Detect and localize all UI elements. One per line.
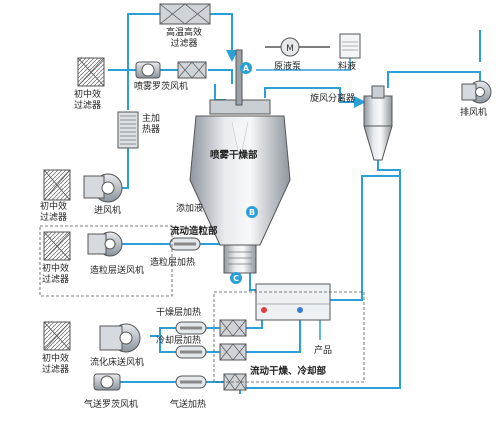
atomizer-fan-label: 喷雾罗茨风机 (134, 82, 189, 92)
prefilter-3-label: 初中效过滤器 (42, 264, 70, 285)
feed-tank-icon (339, 33, 361, 59)
granulation-heater-label: 造粒层加热 (150, 258, 196, 268)
prefilter-2-label: 初中效过滤器 (40, 202, 68, 223)
product-label: 产品 (314, 346, 333, 356)
fluid-bed-unit (255, 283, 331, 321)
granulation-prefilter-box (39, 225, 173, 297)
prefilter-3-icon (43, 231, 71, 261)
inlet-fan-icon (83, 173, 123, 203)
feed-label: 料液 (338, 62, 357, 72)
cooling-filter-icon (219, 343, 247, 361)
pump-icon: M (265, 37, 330, 57)
fluid-bed-fan-label: 流化床送风机 (90, 358, 145, 368)
granulation-heater-icon (169, 237, 201, 251)
main-heater-icon (117, 111, 139, 149)
svg-text:M: M (286, 44, 294, 54)
granulation-fan-label: 造粒层送风机 (90, 266, 145, 276)
additive-label: 添加液 (176, 204, 204, 214)
drying-heater-label: 干燥层加热 (156, 308, 202, 318)
granulation-fan-icon (87, 231, 123, 257)
prefilter-1-icon (77, 57, 105, 87)
fluid-bed-fan-icon (99, 323, 141, 353)
prefilter-4-label: 初中效过滤器 (42, 354, 70, 375)
prefilter-1-label: 初中效过滤器 (74, 90, 102, 111)
hepa-filter-label: 高温高效过滤器 (166, 28, 203, 49)
cooling-heater-label: 冷却层加热 (156, 336, 202, 346)
drying-heater-icon (175, 321, 207, 335)
exhaust-fan-label: 排风机 (460, 108, 488, 118)
inline-filter-icon (177, 61, 207, 79)
spray-dryer-label: 喷雾干燥部 (210, 150, 258, 161)
hepa-filter-icon (159, 3, 211, 25)
conveying-fan-icon (93, 373, 121, 391)
marker-c: C (230, 272, 242, 284)
atomizer-fan-icon (135, 61, 161, 79)
prefilter-4-icon (43, 321, 71, 351)
conveying-fan-label: 气送罗茨风机 (84, 400, 139, 410)
fluid-dry-section-box (213, 291, 365, 383)
cyclone-icon (363, 85, 393, 161)
marker-a: A (240, 62, 252, 74)
pump-label: 原液泵 (274, 62, 302, 72)
fluid-dry-section-label: 流动干燥、冷却部 (250, 366, 327, 377)
conveying-heater-label: 气送加热 (170, 400, 207, 410)
prefilter-2-icon (43, 169, 71, 201)
main-heater-label: 主加热器 (142, 114, 161, 135)
conveying-heater-icon (175, 375, 207, 389)
granulation-section-label: 流动造粒部 (170, 226, 218, 237)
cooling-heater-icon (175, 345, 207, 359)
drying-filter-icon (219, 319, 247, 337)
marker-b-label: B (249, 208, 255, 217)
exhaust-fan-icon (461, 80, 492, 104)
spray-dryer-vessel (189, 49, 291, 274)
marker-a-label: A (243, 64, 250, 73)
marker-c-label: C (233, 274, 239, 283)
marker-b: B (246, 206, 258, 218)
cyclone-label: 旋风分离器 (310, 94, 356, 104)
inlet-fan-label: 进风机 (94, 206, 122, 216)
